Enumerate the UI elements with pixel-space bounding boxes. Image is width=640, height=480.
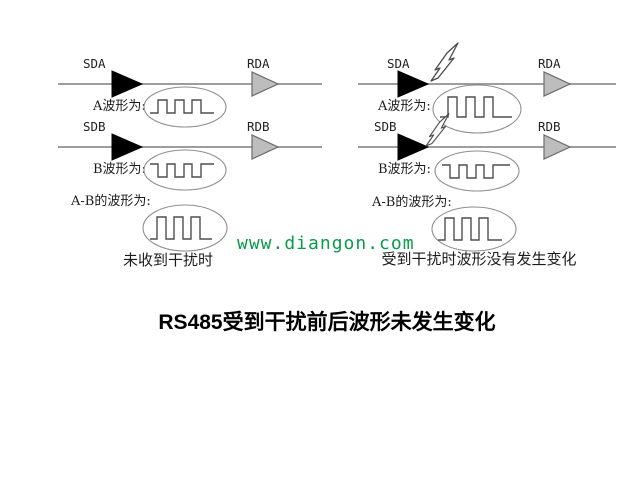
left-rda-label: RDA xyxy=(247,56,270,71)
right-waveform-b-ellipse xyxy=(434,150,520,192)
left-waveform-b-trace xyxy=(150,163,214,178)
right-waveform-ab-label: A-B的波形为: xyxy=(371,194,452,210)
left-rdb-label: RDB xyxy=(247,119,270,134)
left-waveform-b-label: B波形为: xyxy=(93,162,146,177)
lightning-bolt-icon xyxy=(430,42,459,82)
left-waveform-ab-trace xyxy=(150,216,212,240)
right-waveform-a-trace xyxy=(440,96,512,118)
left-waveform-ab-label: A-B的波形为: xyxy=(70,193,151,209)
page-title: RS485受到干扰前后波形未发生变化 xyxy=(158,310,495,334)
panel-with-interference: SDA RDA A波形为: SDB RDB B波形为: A-B的波形为: 受到干… xyxy=(358,42,616,268)
right-rda-label: RDA xyxy=(538,56,561,71)
right-receiver-b-icon xyxy=(543,134,572,160)
right-waveform-b-trace xyxy=(442,164,510,179)
left-driver-b-icon xyxy=(111,133,144,161)
left-waveform-a-label: A波形为: xyxy=(92,99,146,114)
right-sdb-label: SDB xyxy=(374,119,397,134)
left-waveform-b-ellipse xyxy=(143,149,227,191)
right-driver-a-icon xyxy=(397,70,430,98)
right-rdb-label: RDB xyxy=(538,119,561,134)
right-waveform-a-label: A波形为: xyxy=(377,99,431,114)
right-receiver-a-icon xyxy=(543,71,572,97)
left-caption: 未收到干扰时 xyxy=(123,251,213,269)
left-waveform-ab-ellipse xyxy=(142,204,228,252)
left-receiver-b-icon xyxy=(251,134,280,160)
panel-without-interference: SDA RDA A波形为: SDB RDB B波形为: A-B的波形为: 未收到… xyxy=(58,56,322,269)
right-waveform-ab-ellipse xyxy=(431,206,517,252)
left-driver-a-icon xyxy=(111,70,144,98)
lightning-bolt-icon xyxy=(425,113,450,147)
left-receiver-a-icon xyxy=(251,71,280,97)
right-waveform-b-label: B波形为: xyxy=(378,162,431,177)
left-sda-label: SDA xyxy=(83,56,106,71)
right-sda-label: SDA xyxy=(387,56,410,71)
right-driver-b-icon xyxy=(397,133,430,161)
left-waveform-a-trace xyxy=(150,99,214,114)
left-sdb-label: SDB xyxy=(83,119,106,134)
right-caption: 受到干扰时波形没有发生变化 xyxy=(381,250,576,268)
watermark-text: www.diangon.com xyxy=(237,233,415,254)
right-waveform-a-ellipse xyxy=(432,84,522,134)
left-waveform-a-ellipse xyxy=(143,86,227,128)
right-waveform-ab-trace xyxy=(438,217,502,241)
